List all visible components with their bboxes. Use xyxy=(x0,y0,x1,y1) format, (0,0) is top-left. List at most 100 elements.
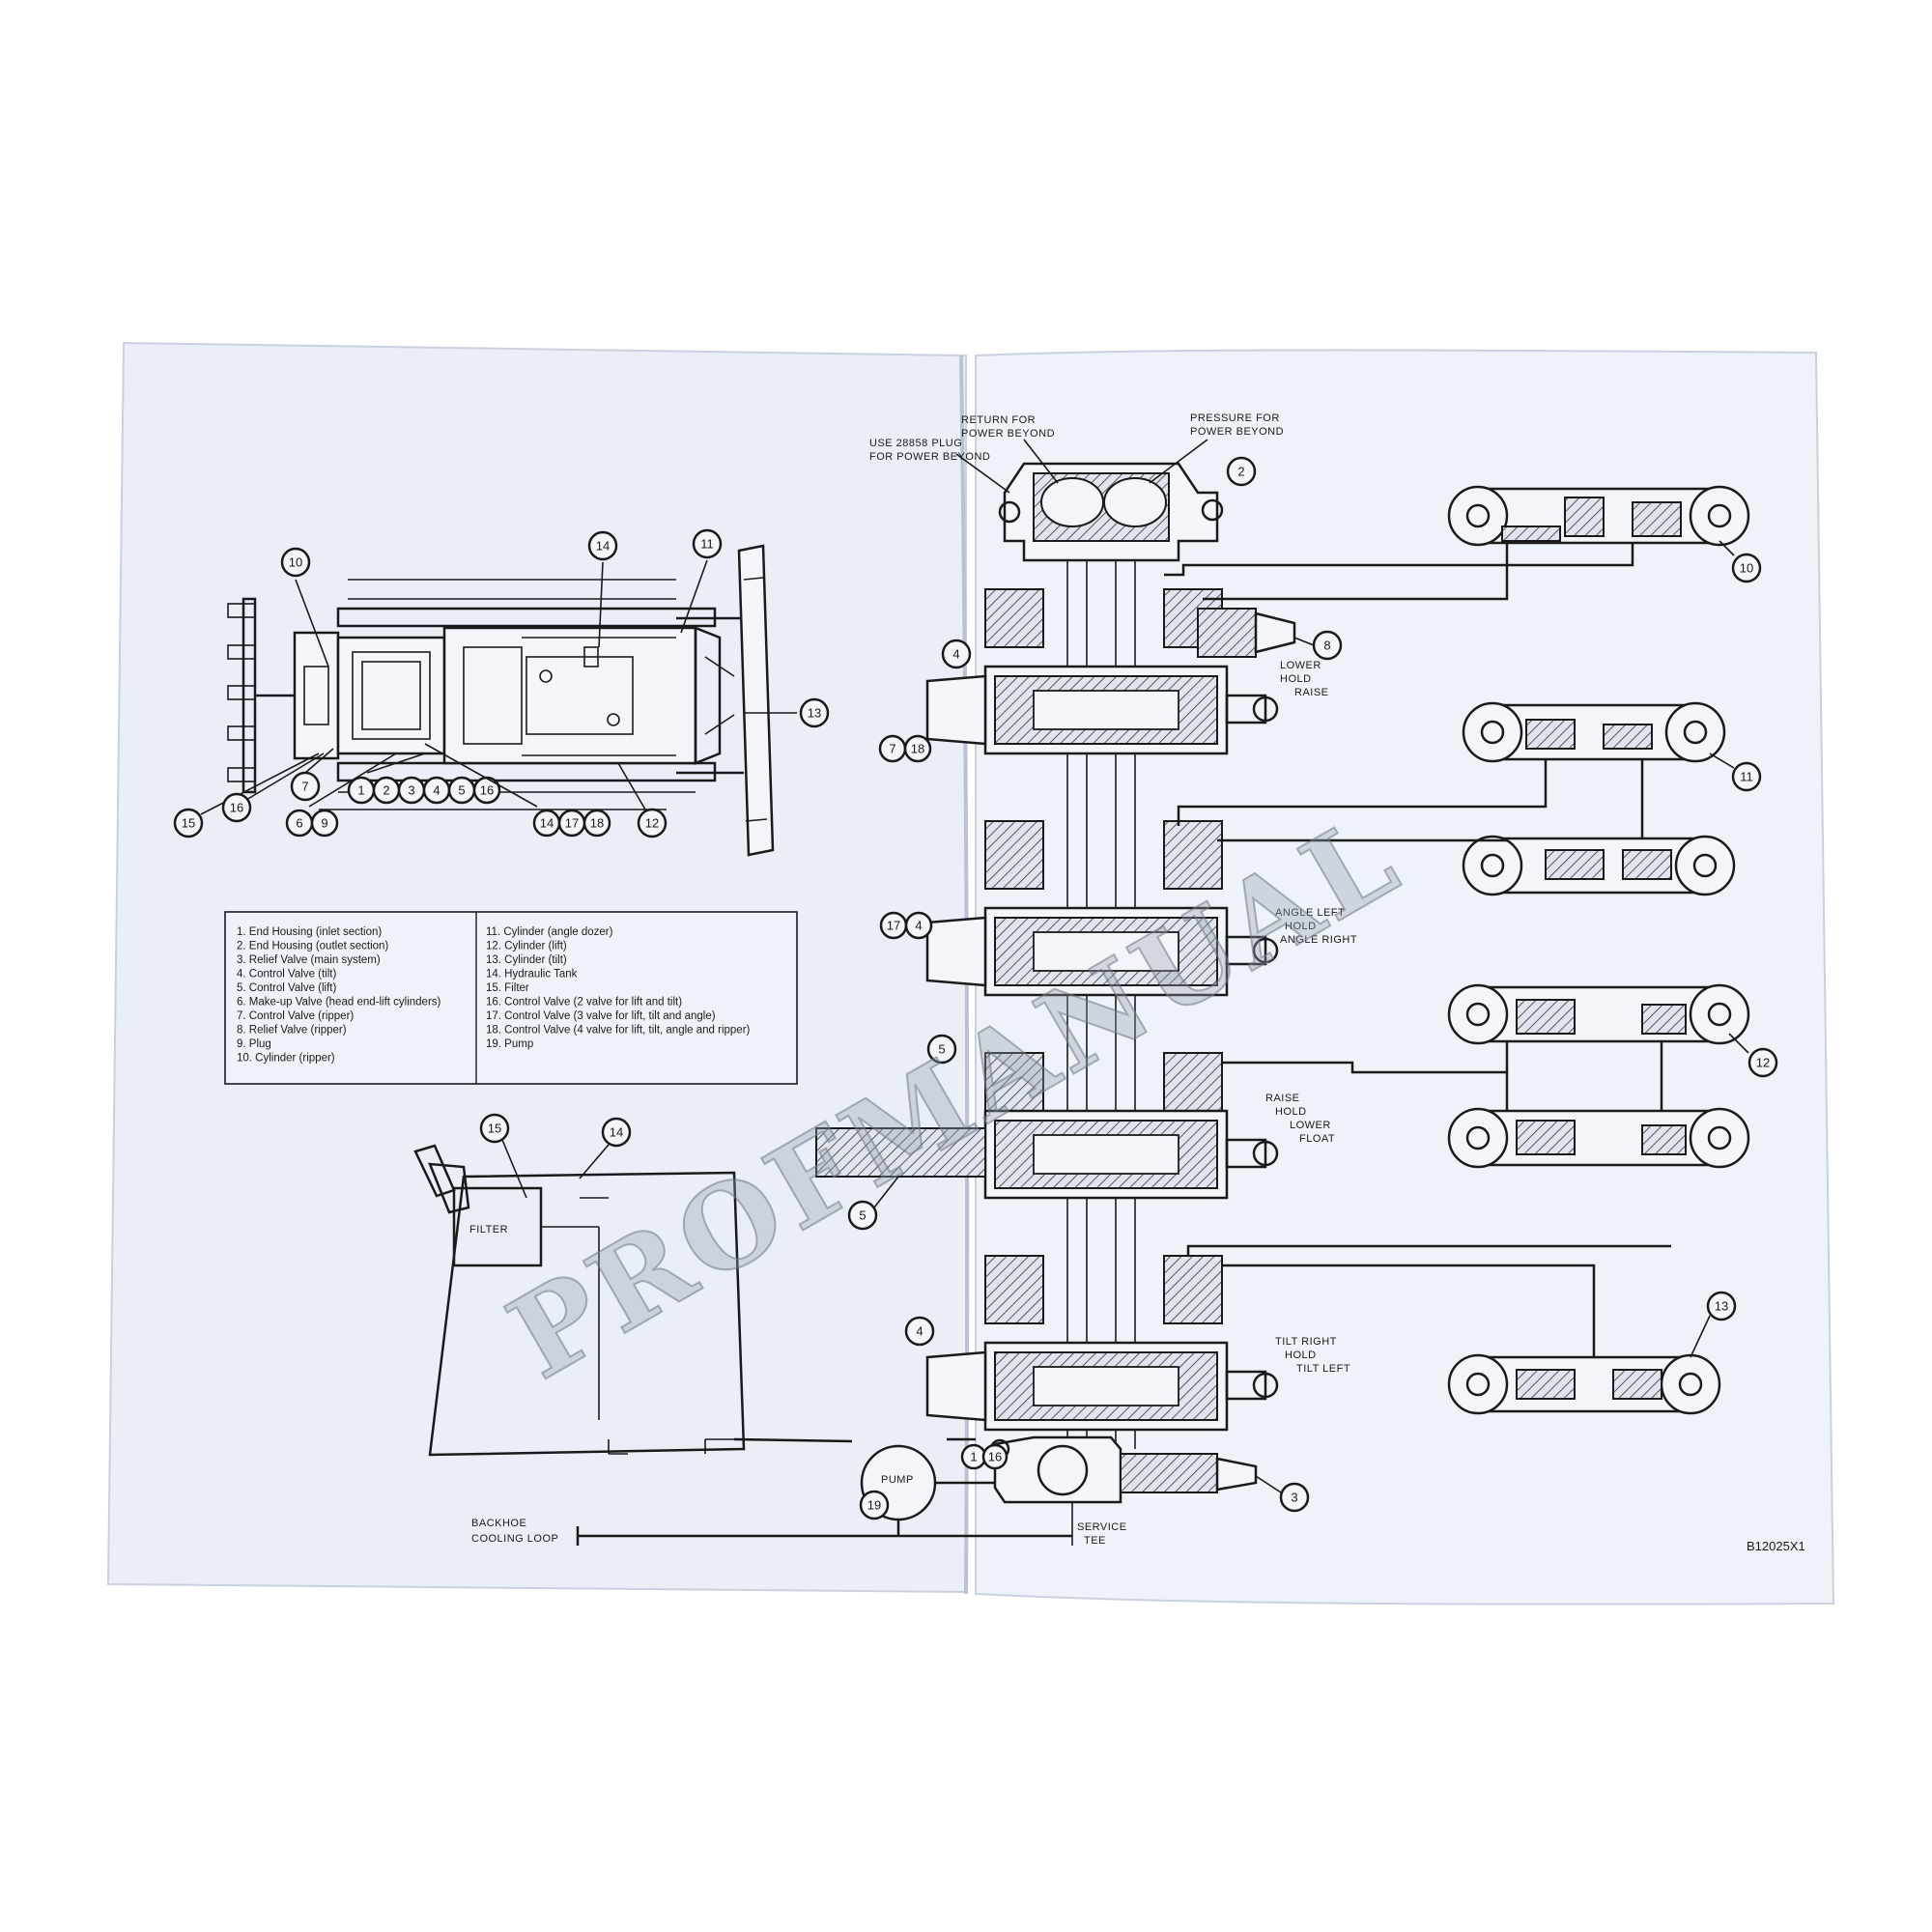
svg-text:RAISE: RAISE xyxy=(1265,1093,1300,1104)
cylinder-ripper xyxy=(1447,485,1750,547)
callout-17: 17 xyxy=(565,816,579,831)
power-beyond-labels: RETURN FOR POWER BEYOND PRESSURE FOR POW… xyxy=(869,412,1284,494)
callout-10: 10 xyxy=(289,555,302,570)
svg-text:POWER BEYOND: POWER BEYOND xyxy=(961,428,1055,440)
callout-14: 14 xyxy=(596,539,610,554)
lift-position-labels: RAISE HOLD LOWER FLOAT xyxy=(1265,1093,1335,1145)
svg-text:RETURN FOR: RETURN FOR xyxy=(961,414,1036,426)
callout-12: 12 xyxy=(645,816,659,831)
cylinder-angle-dozer-a xyxy=(1462,701,1726,763)
callout-11: 11 xyxy=(700,537,714,552)
control-valve-tilt xyxy=(925,1255,1279,1432)
filter-label: FILTER xyxy=(469,1224,508,1236)
svg-text:PRESSURE FOR: PRESSURE FOR xyxy=(1190,412,1280,424)
outlet-end-housing xyxy=(998,462,1224,562)
callout-5: 5 xyxy=(458,783,465,798)
svg-text:POWER BEYOND: POWER BEYOND xyxy=(1190,426,1284,438)
angle-position-labels: ANGLE LEFT HOLD ANGLE RIGHT xyxy=(1275,907,1357,946)
svg-text:RAISE: RAISE xyxy=(1294,687,1329,698)
legend-item: 5. Control Valve (lift) xyxy=(237,982,336,994)
svg-text:LOWER: LOWER xyxy=(1280,660,1321,671)
callout-2: 2 xyxy=(1237,465,1244,479)
callout-18: 18 xyxy=(911,742,924,756)
callout-16: 16 xyxy=(988,1450,1002,1464)
legend-item: 2. End Housing (outlet section) xyxy=(237,941,388,952)
legend-item: 12. Cylinder (lift) xyxy=(486,941,567,952)
callout-17: 17 xyxy=(887,919,900,933)
legend-right-column: 11. Cylinder (angle dozer)12. Cylinder (… xyxy=(486,926,751,1050)
svg-text:HOLD: HOLD xyxy=(1280,673,1312,685)
legend-item: 10. Cylinder (ripper) xyxy=(237,1053,335,1065)
plan-callouts: 10 14 11 13 15 16 7 6 9 1 2 3 4 5 16 14 … xyxy=(173,528,830,838)
callout-12: 12 xyxy=(1756,1056,1770,1070)
callout-19: 19 xyxy=(867,1498,881,1513)
legend-item: 13. Cylinder (tilt) xyxy=(486,954,567,966)
svg-text:TILT LEFT: TILT LEFT xyxy=(1296,1363,1350,1375)
svg-text:ANGLE LEFT: ANGLE LEFT xyxy=(1275,907,1345,919)
svg-text:HOLD: HOLD xyxy=(1285,1350,1317,1361)
svg-text:HOLD: HOLD xyxy=(1285,921,1317,932)
svg-text:FOR POWER BEYOND: FOR POWER BEYOND xyxy=(869,451,990,463)
callout-3: 3 xyxy=(1291,1491,1297,1505)
svg-text:HOLD: HOLD xyxy=(1275,1106,1307,1118)
schematic-callouts: 10 4 8 7 18 11 17 4 5 12 5 4 13 3 1 16 xyxy=(847,540,1778,1513)
legend-item: 16. Control Valve (2 valve for lift and … xyxy=(486,997,682,1009)
callout-4: 4 xyxy=(916,1324,923,1339)
hydraulic-tank: FILTER xyxy=(413,1144,1072,1546)
callout-2: 2 xyxy=(383,783,389,798)
control-valve-ripper xyxy=(925,588,1279,755)
cylinder-tilt xyxy=(1447,1353,1721,1415)
legend-item: 7. Control Valve (ripper) xyxy=(237,1010,354,1022)
ripper-relief-valve xyxy=(1197,608,1296,658)
legend-item: 4. Control Valve (tilt) xyxy=(237,969,336,980)
callout-4: 4 xyxy=(952,647,959,662)
cylinder-lift-b xyxy=(1447,1107,1750,1169)
callout-10: 10 xyxy=(1740,561,1753,576)
tractor-plan-view xyxy=(227,544,775,857)
svg-text:USE 28858 PLUG: USE 28858 PLUG xyxy=(869,438,962,449)
callout-4: 4 xyxy=(915,919,922,933)
callout-15: 15 xyxy=(182,816,195,831)
legend-item: 3. Relief Valve (main system) xyxy=(237,954,381,966)
callout-1: 1 xyxy=(357,783,364,798)
callout-8: 8 xyxy=(1323,639,1330,653)
callout-11: 11 xyxy=(1740,770,1753,784)
legend-item: 14. Hydraulic Tank xyxy=(486,969,578,980)
svg-text:SERVICE: SERVICE xyxy=(1077,1521,1127,1533)
legend-item: 15. Filter xyxy=(486,982,529,994)
callout-14: 14 xyxy=(610,1125,623,1140)
tilt-position-labels: TILT RIGHT HOLD TILT LEFT xyxy=(1275,1336,1350,1375)
callout-4: 4 xyxy=(433,783,440,798)
callout-7: 7 xyxy=(889,742,895,756)
tank-callouts: 15 14 xyxy=(479,1113,632,1199)
legend-item: 6. Make-up Valve (head end-lift cylinder… xyxy=(237,997,441,1009)
legend-item: 9. Plug xyxy=(237,1038,271,1050)
svg-text:FLOAT: FLOAT xyxy=(1299,1133,1335,1145)
svg-text:ANGLE RIGHT: ANGLE RIGHT xyxy=(1280,934,1357,946)
control-valve-lift xyxy=(815,1052,1279,1200)
callout-5: 5 xyxy=(938,1042,945,1057)
legend-item: 17. Control Valve (3 valve for lift, til… xyxy=(486,1010,716,1022)
svg-text:TILT RIGHT: TILT RIGHT xyxy=(1275,1336,1337,1348)
legend-left-column: 1. End Housing (inlet section) 2. End Hou… xyxy=(237,926,441,1065)
svg-text:TEE: TEE xyxy=(1084,1535,1106,1547)
svg-text:COOLING LOOP: COOLING LOOP xyxy=(471,1533,558,1545)
parts-legend: 1. End Housing (inlet section) 2. End Hou… xyxy=(224,911,798,1085)
svg-text:PUMP: PUMP xyxy=(881,1474,914,1486)
callout-13: 13 xyxy=(1715,1299,1728,1314)
callout-13: 13 xyxy=(808,706,821,721)
cylinder-lift-a xyxy=(1447,983,1750,1045)
callout-15: 15 xyxy=(488,1122,501,1136)
callout-6: 6 xyxy=(296,816,302,831)
backhoe-loop-label: BACKHOE COOLING LOOP xyxy=(471,1518,558,1545)
callout-16: 16 xyxy=(480,783,494,798)
svg-text:BACKHOE: BACKHOE xyxy=(471,1518,526,1529)
legend-item: 18. Control Valve (4 valve for lift, til… xyxy=(486,1025,751,1037)
legend-item: 8. Relief Valve (ripper) xyxy=(237,1025,347,1037)
callout-1: 1 xyxy=(970,1450,977,1464)
legend-item: 1. End Housing (inlet section) xyxy=(237,926,382,938)
figure-code: B12025X1 xyxy=(1747,1539,1805,1553)
ripper-position-labels: LOWER HOLD RAISE xyxy=(1280,660,1329,698)
callout-9: 9 xyxy=(321,816,327,831)
